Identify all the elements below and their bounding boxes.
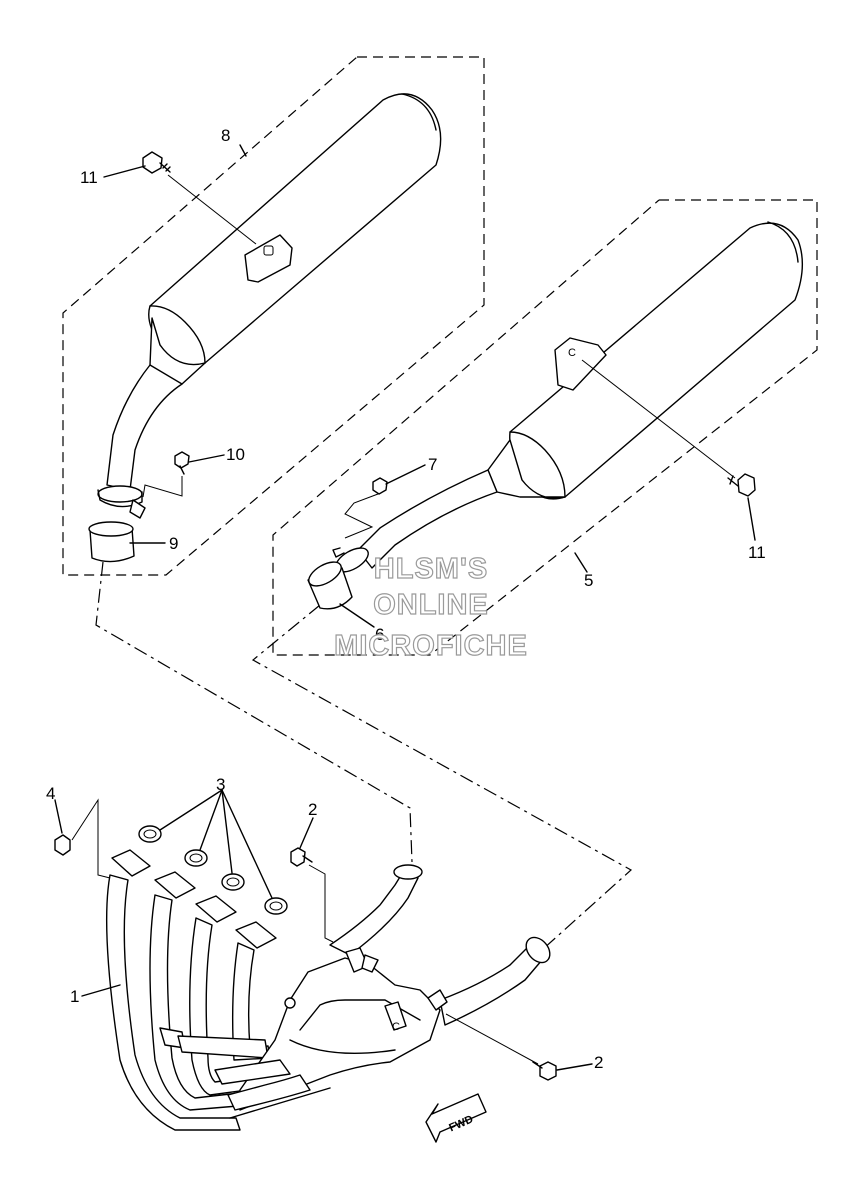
bracket-c-marking: C <box>568 347 576 359</box>
muffler-right: C <box>332 221 803 573</box>
bolt-11-right <box>727 473 756 497</box>
muffler-left-group-outline <box>62 56 485 576</box>
watermark-line-3: MICROFICHE <box>334 630 528 662</box>
callout-3: 3 <box>216 775 225 794</box>
muffler-left <box>97 93 442 519</box>
bolt-10 <box>174 451 190 475</box>
watermark-line-1: HLSM'S <box>374 553 488 585</box>
callout-5: 5 <box>584 571 593 590</box>
bolt-2-lower <box>532 1061 557 1081</box>
callout-11-right: 11 <box>748 543 766 562</box>
callout-1: 1 <box>70 987 79 1006</box>
watermark-line-2: ONLINE <box>373 589 489 621</box>
callout-4: 4 <box>46 784 55 803</box>
callout-10: 10 <box>226 445 245 464</box>
exhaust-header-assembly: C <box>105 849 551 1131</box>
bolt-2-upper <box>290 847 313 867</box>
callout-7: 7 <box>428 455 437 474</box>
callout-9: 9 <box>169 534 178 553</box>
watermark: HLSM'S ONLINE MICROFICHE <box>334 552 528 662</box>
muffler-right-group-outline <box>272 199 818 656</box>
callout-numbers: 8 11 10 9 7 5 11 6 3 4 2 1 2 <box>46 126 766 1072</box>
gaskets-3 <box>138 825 288 915</box>
collector-c-marking: C <box>392 1021 400 1033</box>
callout-8: 8 <box>221 126 230 145</box>
nut-4 <box>54 834 71 856</box>
callout-11-left: 11 <box>80 168 98 187</box>
assembly-line-left <box>95 561 413 863</box>
bolt-7 <box>372 477 388 495</box>
fwd-arrow-icon: FWD <box>425 1093 487 1143</box>
bolt-11-left <box>142 151 171 174</box>
callout-2-upper: 2 <box>308 800 317 819</box>
assembly-line-right <box>251 604 633 951</box>
callout-6: 6 <box>375 625 384 644</box>
gasket-9 <box>88 521 135 563</box>
callout-2-lower: 2 <box>594 1053 603 1072</box>
leader-lines <box>54 144 756 1071</box>
gasket-6 <box>307 561 353 610</box>
